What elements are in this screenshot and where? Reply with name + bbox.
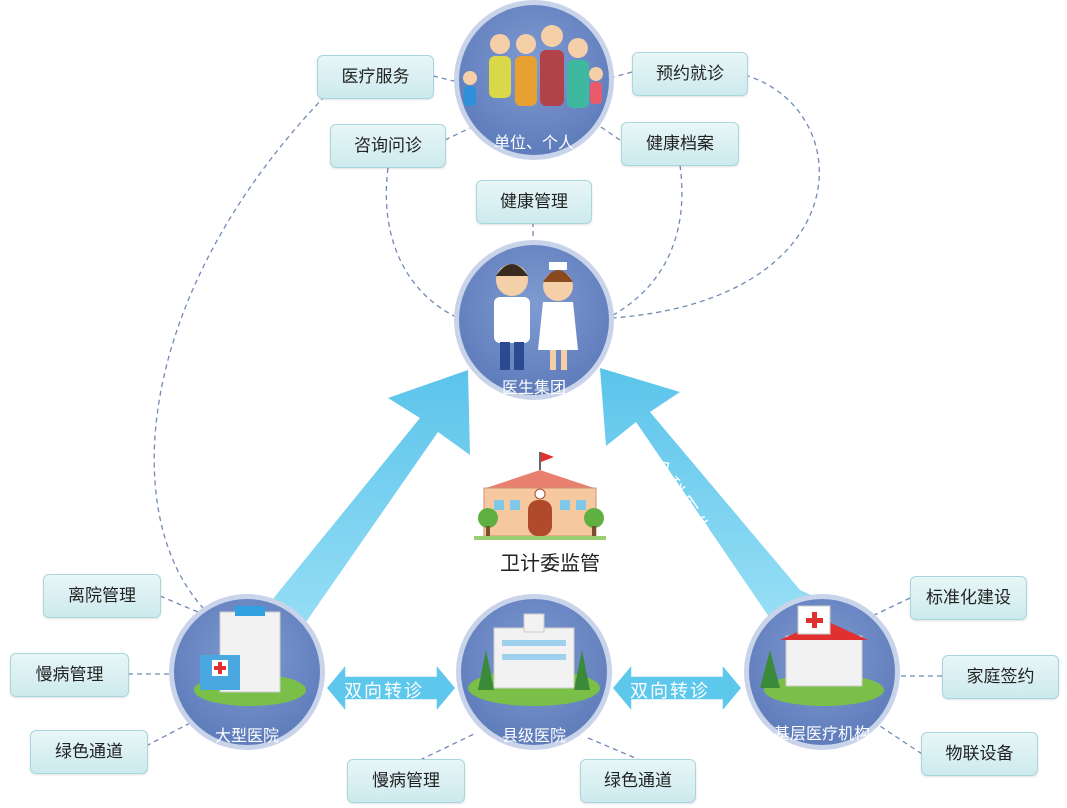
connector-consult [385, 167, 459, 319]
node-label-left: 大型医院 [214, 726, 279, 745]
connector-chronic-mid [419, 732, 477, 761]
node-right [744, 594, 900, 750]
tag-medical-service: 医疗服务 [317, 55, 434, 99]
large-hospital-illustration [194, 606, 306, 706]
tag-appointment: 预约就诊 [632, 52, 748, 96]
node-top [454, 0, 614, 160]
tag-standardization: 标准化建设 [910, 576, 1027, 620]
tag-chronic-mid: 慢病管理 [347, 759, 465, 803]
connector-top-left [432, 75, 459, 83]
tag-health-mgmt: 健康管理 [476, 180, 592, 224]
connector-consult-top [444, 127, 471, 141]
connector-discharge [159, 595, 199, 613]
tag-health-record: 健康档案 [621, 122, 739, 166]
tag-green-mid: 绿色通道 [580, 759, 696, 803]
arrow-general [600, 368, 822, 630]
arrow-label-referral-left: 双向转诊 [344, 681, 424, 702]
family-illustration [463, 25, 603, 108]
node-middle [456, 594, 612, 750]
arrow-expert [245, 370, 470, 645]
arrow-referral-left [325, 661, 457, 715]
connector-standard [867, 597, 911, 619]
arrow-referral-right [611, 661, 743, 715]
connector-appointment [611, 74, 820, 319]
connector-record-top [597, 124, 621, 141]
node-label-center: 医生集团 [501, 378, 566, 397]
clinic-illustration [760, 605, 884, 706]
arrow-label-referral-right: 双向转诊 [630, 681, 710, 702]
tag-discharge-mgmt: 离院管理 [43, 574, 161, 618]
tag-chronic-left: 慢病管理 [10, 653, 129, 697]
connector-green-mid [587, 737, 641, 761]
node-left [169, 594, 325, 750]
doctor-nurse-illustration [494, 262, 578, 370]
node-center [454, 240, 614, 400]
node-label-right: 基层医疗机构 [773, 724, 870, 743]
tag-green-left: 绿色通道 [30, 730, 148, 774]
node-label-top: 单位、个人 [493, 133, 574, 152]
health-commission-caption: 卫计委监管 [500, 551, 600, 575]
tag-iot: 物联设备 [921, 732, 1038, 776]
node-label-middle: 县级医院 [501, 726, 566, 745]
tag-consult: 咨询问诊 [330, 124, 446, 168]
dashed-connectors [128, 71, 942, 761]
connector-health-record [607, 164, 683, 319]
county-hospital-illustration [468, 613, 600, 706]
health-commission-building [474, 452, 606, 540]
connector-medical-service [153, 95, 326, 611]
tag-family-contract: 家庭签约 [942, 655, 1059, 699]
